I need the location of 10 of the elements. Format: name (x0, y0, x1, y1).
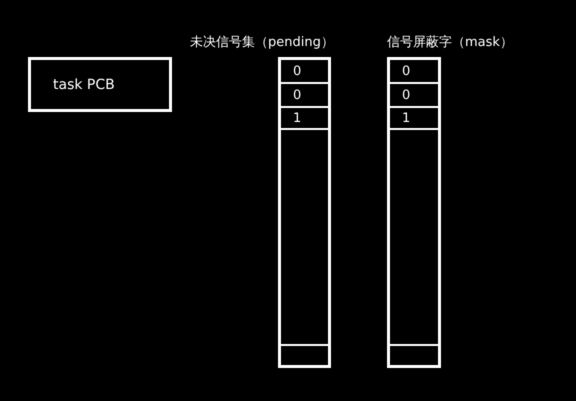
bit-cell: 1 (390, 108, 438, 130)
column-heading: 未决信号集（pending） (190, 34, 334, 51)
bit-cell: 1 (281, 108, 328, 130)
bit-cell: 0 (390, 84, 438, 108)
bit-cell: 0 (281, 84, 328, 108)
pcb-box (28, 57, 172, 112)
column-heading: 信号屏蔽字（mask） (387, 34, 513, 51)
bit-cell: 0 (281, 60, 328, 84)
box-label: task PCB (53, 76, 115, 92)
bit-cell: 0 (390, 60, 438, 84)
